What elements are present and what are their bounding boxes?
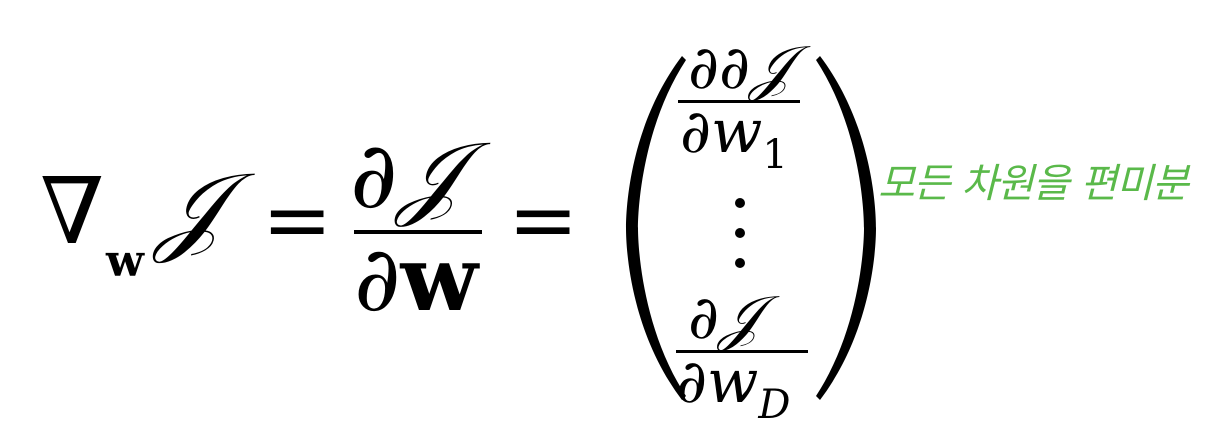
partial-symbol: ∂ xyxy=(350,122,398,229)
main-fraction-numerator: ∂𝒥 xyxy=(350,130,461,222)
entry-d-numerator: ∂𝒥 xyxy=(688,288,760,348)
entry-d-denominator: ∂wD xyxy=(676,352,790,425)
cost-symbol: 𝒥 xyxy=(397,122,462,229)
cost-function-symbol: 𝒥 xyxy=(156,152,224,266)
entry-d-subscript: D xyxy=(758,382,791,428)
nabla-subscript-w: w xyxy=(106,236,144,287)
right-parenthesis xyxy=(816,56,876,400)
equals-sign-1: = xyxy=(262,171,333,269)
main-fraction-bar xyxy=(354,230,482,234)
entry-1-denominator: ∂w1 xyxy=(680,102,788,175)
entry-1-subscript: 1 xyxy=(762,132,788,178)
partial-symbol: ∂ xyxy=(688,33,720,103)
vector-w: w xyxy=(400,226,479,332)
ellipsis-dot xyxy=(735,258,745,268)
entry-d-partial-w: ∂w xyxy=(676,347,759,417)
ellipsis-dot xyxy=(735,198,745,208)
entry-1-fraction-bar xyxy=(678,100,800,103)
equals-sign-2: = xyxy=(508,171,579,269)
nabla-symbol: ∇ xyxy=(40,158,105,265)
ellipsis-dot xyxy=(735,228,745,238)
entry-1-numerator: ∂∂𝒥 xyxy=(688,38,791,98)
left-parenthesis xyxy=(626,56,686,400)
handwritten-note: 모든 차원을 편미분 xyxy=(878,161,1189,207)
cost-symbol: ∂𝒥 xyxy=(688,283,761,353)
cost-symbol: ∂𝒥 xyxy=(719,33,792,103)
entry-1-partial-w: ∂w xyxy=(680,97,763,167)
partial-symbol: ∂ xyxy=(354,227,401,332)
main-fraction-denominator: ∂w xyxy=(354,234,478,325)
entry-d-fraction-bar xyxy=(676,350,808,353)
vertical-ellipsis xyxy=(730,192,750,282)
